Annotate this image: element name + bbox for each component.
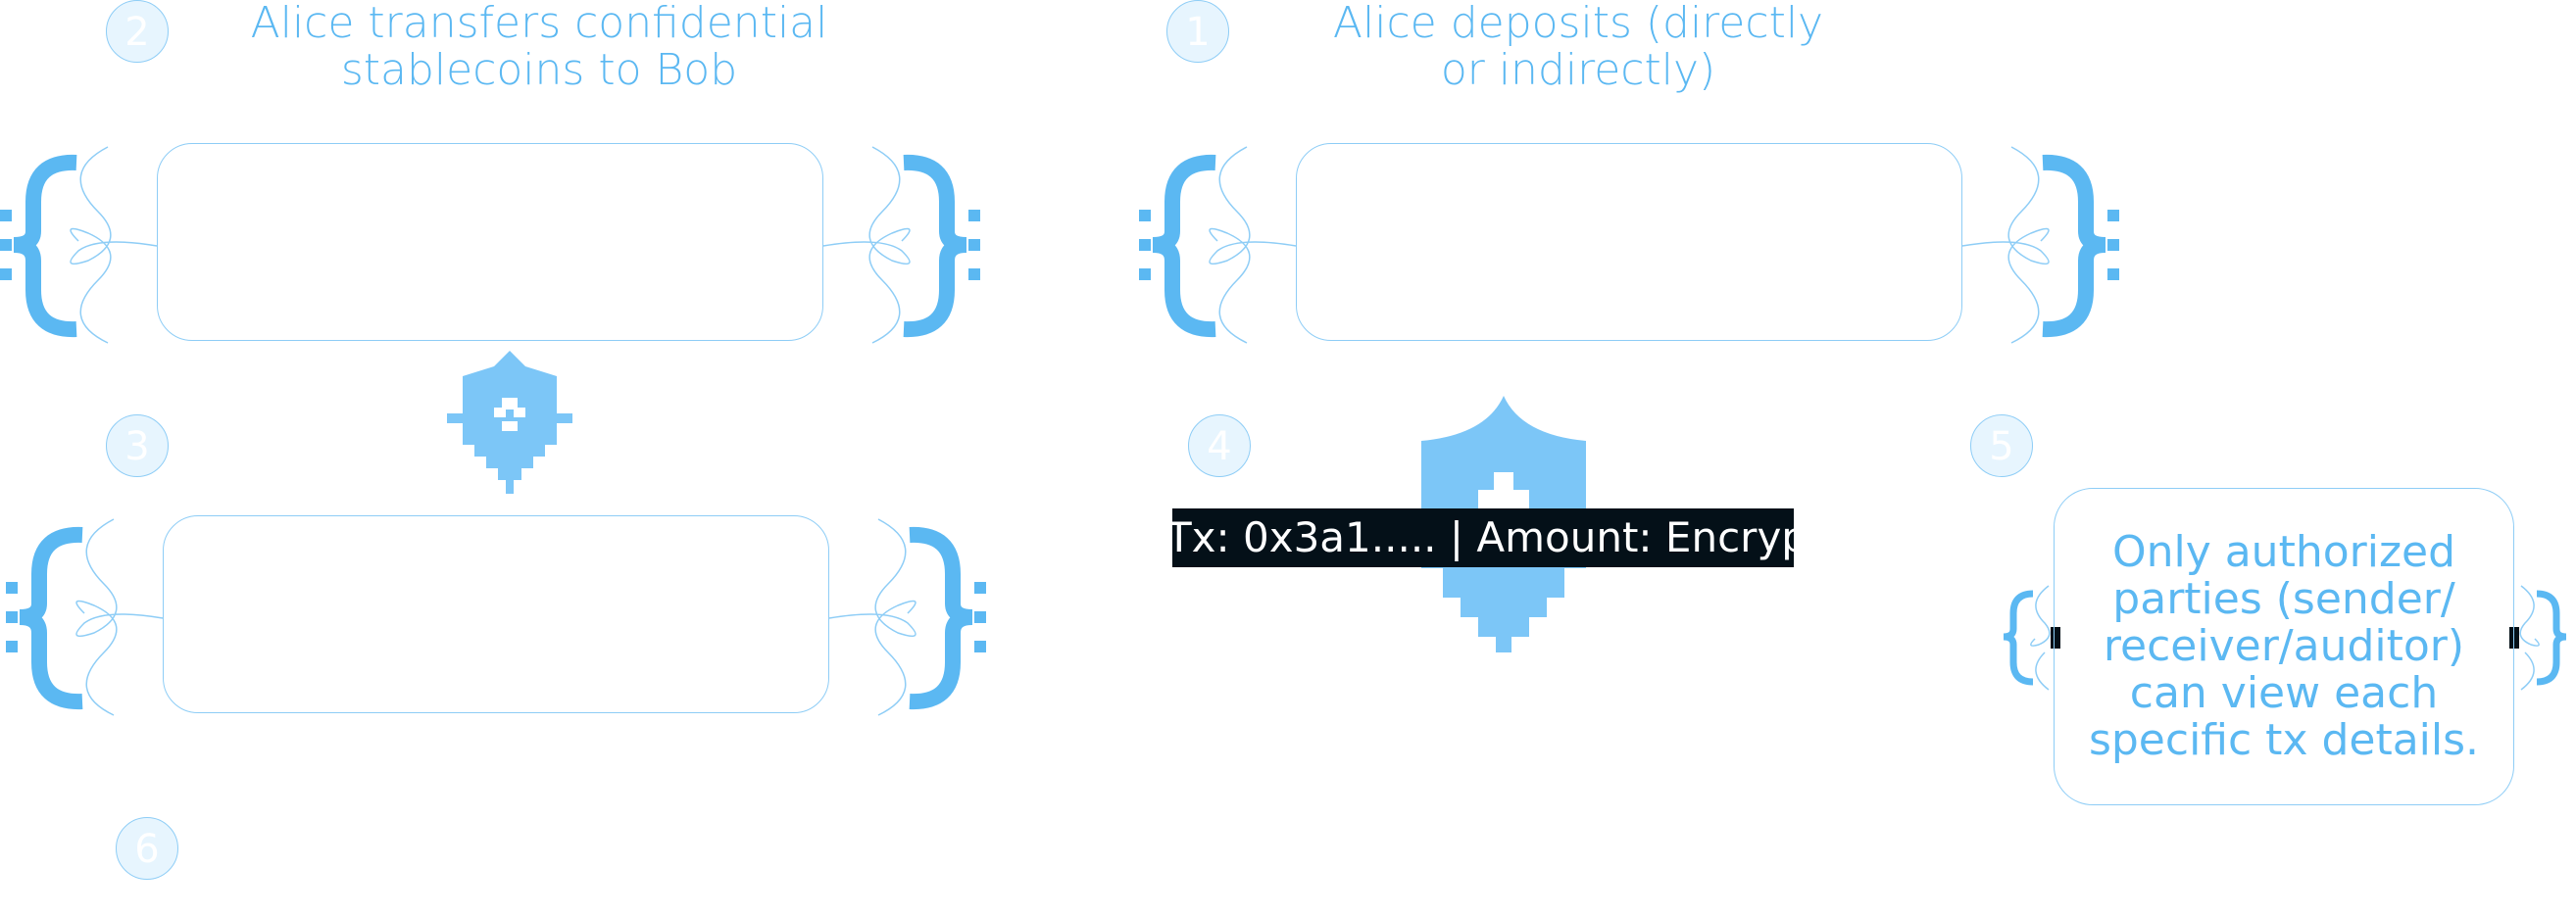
brace-left-icon xyxy=(1139,146,1297,344)
brace-right-icon xyxy=(1961,146,2119,344)
panel-step3 xyxy=(163,515,829,713)
panel-step2 xyxy=(157,143,823,341)
panel-step1 xyxy=(1296,143,1962,341)
step-badge-5: 5 xyxy=(1970,414,2033,477)
brace-right-icon xyxy=(828,518,986,716)
step1-heading-line1: Alice deposits (directly xyxy=(1332,0,1824,48)
step-badge-3: 3 xyxy=(106,414,169,477)
step2-heading: Alice transfers confidential stablecoins… xyxy=(245,0,833,94)
brace-right-icon xyxy=(822,146,980,344)
brace-left-icon xyxy=(6,518,164,716)
step2-heading-line1: Alice transfers confidential xyxy=(250,0,828,48)
step1-heading: Alice deposits (directly or indirectly) xyxy=(1284,0,1872,94)
brace-left-icon xyxy=(2003,585,2060,691)
step-badge-4: 4 xyxy=(1188,414,1251,477)
step2-heading-line2: stablecoins to Bob xyxy=(340,45,738,95)
privacy-note: Only authorized parties (sender/ receive… xyxy=(2054,488,2514,805)
step-badge-2: 2 xyxy=(106,0,169,63)
step-badge-1: 1 xyxy=(1166,0,1229,63)
brace-right-icon xyxy=(2509,585,2567,691)
tx-record-bar: Tx: 0x3a1..... | Amount: Encryp xyxy=(1172,508,1794,567)
shield-icon xyxy=(447,351,572,494)
step1-heading-line2: or indirectly) xyxy=(1440,45,1716,95)
step-badge-6: 6 xyxy=(116,817,178,880)
brace-left-icon xyxy=(0,146,158,344)
privacy-note-text: Only authorized parties (sender/ receive… xyxy=(2088,527,2480,765)
